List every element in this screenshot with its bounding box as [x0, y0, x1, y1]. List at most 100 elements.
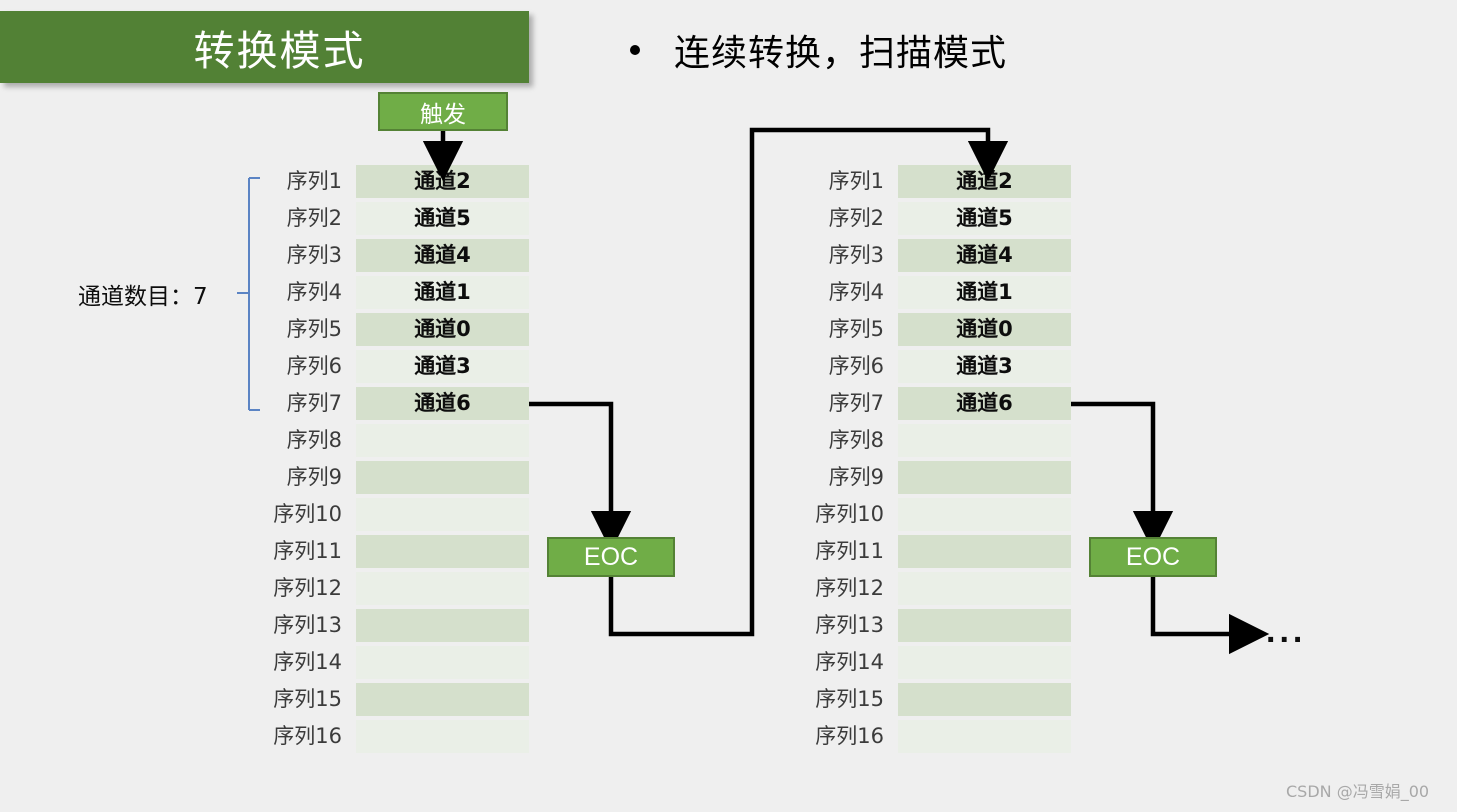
seq-right-row-label: 序列7 — [828, 391, 884, 415]
table-row: 序列6 通道3 — [287, 350, 529, 383]
seq-right-row-label: 序列3 — [828, 243, 884, 267]
seq-right-row-label: 序列9 — [828, 465, 884, 489]
seq-left-row-label: 序列3 — [286, 243, 342, 267]
table-row: 序列4 通道1 — [287, 276, 529, 309]
seq-right-row-value: 通道4 — [898, 239, 1071, 272]
eoc-box-right: EOC — [1089, 537, 1217, 577]
bullet-line: 连续转换，扫描模式 — [630, 24, 1007, 76]
trigger-box: 触发 — [378, 92, 508, 131]
seq-right-row-label: 序列15 — [815, 687, 884, 711]
seq-left-row-value: 通道5 — [356, 202, 529, 235]
seq-right-row-value — [898, 646, 1071, 679]
table-row: 序列7 通道6 — [829, 387, 1071, 420]
table-row: 序列12 — [273, 572, 529, 605]
table-row: 序列11 — [815, 535, 1071, 568]
ellipsis-marker: ... — [1266, 612, 1307, 650]
table-row: 序列9 — [829, 461, 1071, 494]
seq-right-row-value — [898, 535, 1071, 568]
table-row: 序列9 — [287, 461, 529, 494]
table-row: 序列8 — [829, 424, 1071, 457]
brace-middle-tick — [237, 292, 249, 294]
seq-left-row-value — [356, 720, 529, 753]
seq-left-row-label: 序列14 — [273, 650, 342, 674]
seq-left-row-value — [356, 461, 529, 494]
seq-left-row-value: 通道1 — [356, 276, 529, 309]
seq-right-row-label: 序列2 — [828, 206, 884, 230]
table-row: 序列16 — [273, 720, 529, 753]
brace-top-tick — [249, 177, 260, 179]
table-row: 序列14 — [815, 646, 1071, 679]
seq-left-row-value — [356, 609, 529, 642]
seq-left-row-label: 序列9 — [286, 465, 342, 489]
seq-right-row-label: 序列13 — [815, 613, 884, 637]
seq-right-row-value — [898, 572, 1071, 605]
seq-left-row-value — [356, 498, 529, 531]
seq-right-row-label: 序列8 — [828, 428, 884, 452]
page-title: 转换模式 — [193, 27, 366, 75]
seq-right-row-value — [898, 424, 1071, 457]
seq-left-row-label: 序列5 — [286, 317, 342, 341]
table-row: 序列13 — [273, 609, 529, 642]
brace-bottom-tick — [249, 409, 260, 411]
table-row: 序列14 — [273, 646, 529, 679]
seq-left-row-label: 序列11 — [273, 539, 342, 563]
seq-right-row-label: 序列4 — [828, 280, 884, 304]
seq-right-row-value: 通道0 — [898, 313, 1071, 346]
table-row: 序列12 — [815, 572, 1071, 605]
bullet-dot-icon — [630, 45, 640, 55]
seq-left-row-label: 序列2 — [286, 206, 342, 230]
table-row: 序列6 通道3 — [829, 350, 1071, 383]
table-row: 序列13 — [815, 609, 1071, 642]
table-row: 序列10 — [273, 498, 529, 531]
seq-right-row-label: 序列11 — [815, 539, 884, 563]
table-row: 序列15 — [273, 683, 529, 716]
table-row: 序列10 — [815, 498, 1071, 531]
seq-right-row-label: 序列12 — [815, 576, 884, 600]
watermark: CSDN @冯雪娟_00 — [1286, 782, 1430, 801]
table-row: 序列5 通道0 — [287, 313, 529, 346]
table-row: 序列2 通道5 — [287, 202, 529, 235]
seq-right-row-label: 序列1 — [828, 169, 884, 193]
seq-left-row-value: 通道2 — [356, 165, 529, 198]
seq-left-row-value: 通道6 — [356, 387, 529, 420]
trigger-label: 触发 — [420, 101, 466, 128]
seq-left-row-label: 序列6 — [286, 354, 342, 378]
seq-right-row-value: 通道1 — [898, 276, 1071, 309]
seq-right-row-value: 通道6 — [898, 387, 1071, 420]
seq-right-row-label: 序列14 — [815, 650, 884, 674]
eoc-label-left: EOC — [583, 542, 639, 571]
seq-left-row-label: 序列15 — [273, 687, 342, 711]
seq-left-row-label: 序列8 — [286, 428, 342, 452]
seq-left-row-value — [356, 646, 529, 679]
seq-left-row-value — [356, 424, 529, 457]
seq-left-row-value — [356, 683, 529, 716]
seq-right-row-value: 通道2 — [898, 165, 1071, 198]
seq-left-row-value: 通道3 — [356, 350, 529, 383]
seq-right-row-value — [898, 498, 1071, 531]
seq-left-row-label: 序列4 — [286, 280, 342, 304]
channel-count-brace — [237, 176, 260, 412]
channel-count-label: 通道数目：7 — [78, 284, 208, 310]
eoc-box-left: EOC — [547, 537, 675, 577]
seq-left-row-value: 通道0 — [356, 313, 529, 346]
table-row: 序列15 — [815, 683, 1071, 716]
bullet-text: 连续转换，扫描模式 — [674, 33, 1008, 74]
seq-left-row-label: 序列13 — [273, 613, 342, 637]
seq-left-row-label: 序列16 — [273, 724, 342, 748]
table-row: 序列3 通道4 — [829, 239, 1071, 272]
seq-right-row-value: 通道3 — [898, 350, 1071, 383]
table-row: 序列8 — [287, 424, 529, 457]
seq-right-row-label: 序列10 — [815, 502, 884, 526]
eoc-label-right: EOC — [1125, 542, 1181, 571]
seq-left-row-label: 序列7 — [286, 391, 342, 415]
seq-right-row-label: 序列6 — [828, 354, 884, 378]
title-banner: 转换模式 — [0, 11, 529, 83]
seq-right-row-value — [898, 461, 1071, 494]
